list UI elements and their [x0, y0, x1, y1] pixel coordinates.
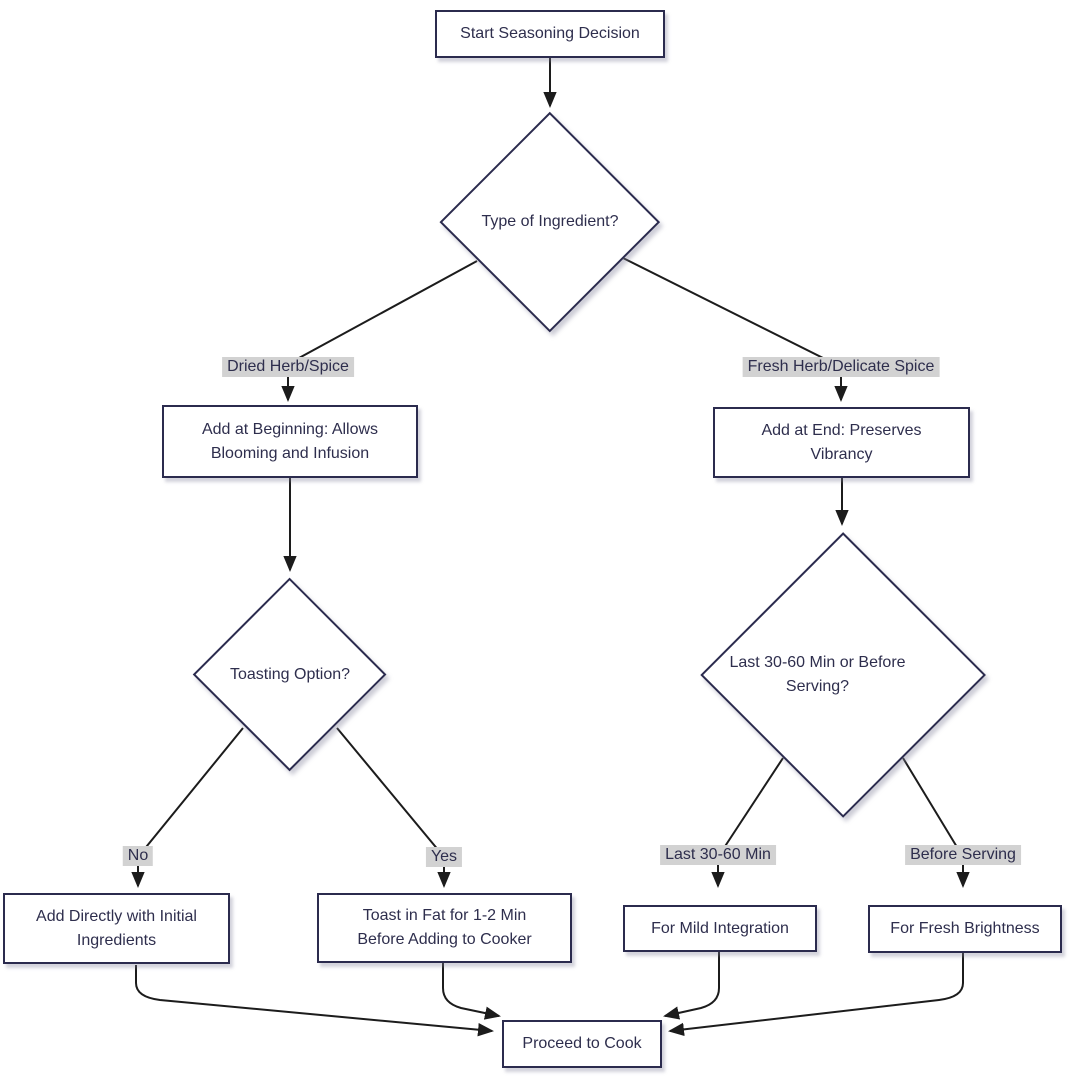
- node-label: Proceed to Cook: [522, 1035, 642, 1052]
- decision-timing: Last 30-60 Min or Before Serving?: [699, 531, 987, 819]
- edge-label-last-30-60-min: Last 30-60 Min: [660, 845, 776, 865]
- node-for-mild-integration: For Mild Integration: [623, 905, 817, 952]
- node-label: Add at End: Preserves Vibrancy: [761, 421, 922, 463]
- node-add-at-beginning: Add at Beginning: Allows Blooming and In…: [162, 405, 418, 478]
- edge-label-before-serving: Before Serving: [905, 845, 1021, 865]
- node-label: Start Seasoning Decision: [460, 25, 640, 42]
- edge-label-dried-herb-spice: Dried Herb/Spice: [222, 357, 354, 377]
- node-label: Add at Beginning: Allows Blooming and In…: [201, 420, 379, 462]
- decision-type-of-ingredient: Type of Ingredient?: [440, 112, 660, 332]
- decision-toasting-option: Toasting Option?: [192, 577, 388, 773]
- edge-label-no: No: [122, 846, 154, 866]
- node-add-directly: Add Directly with Initial Ingredients: [3, 893, 230, 964]
- node-label: Last 30-60 Min or Before Serving?: [729, 654, 906, 695]
- node-add-at-end: Add at End: Preserves Vibrancy: [713, 407, 970, 478]
- node-label: Toast in Fat for 1-2 Min Before Adding t…: [357, 907, 532, 948]
- node-label: Add Directly with Initial Ingredients: [36, 907, 197, 949]
- edge-add-directly-to-proceed: [135, 965, 494, 1037]
- node-start-seasoning-decision: Start Seasoning Decision: [435, 10, 665, 58]
- node-toast-in-fat: Toast in Fat for 1-2 Min Before Adding t…: [317, 893, 572, 963]
- node-label: Type of Ingredient?: [481, 213, 619, 230]
- node-proceed-to-cook: Proceed to Cook: [502, 1020, 662, 1068]
- edge-toast-fat-to-proceed: [442, 963, 501, 1020]
- node-label: Toasting Option?: [229, 666, 351, 683]
- edge-fresh-to-proceed: [668, 953, 964, 1037]
- node-label: For Fresh Brightness: [890, 920, 1040, 937]
- edge-mild-to-proceed: [663, 952, 720, 1020]
- edge-label-yes: Yes: [425, 847, 463, 867]
- edge-label-fresh-herb-delicate-spice: Fresh Herb/Delicate Spice: [742, 357, 940, 377]
- node-label: For Mild Integration: [651, 919, 789, 937]
- node-for-fresh-brightness: For Fresh Brightness: [868, 905, 1062, 953]
